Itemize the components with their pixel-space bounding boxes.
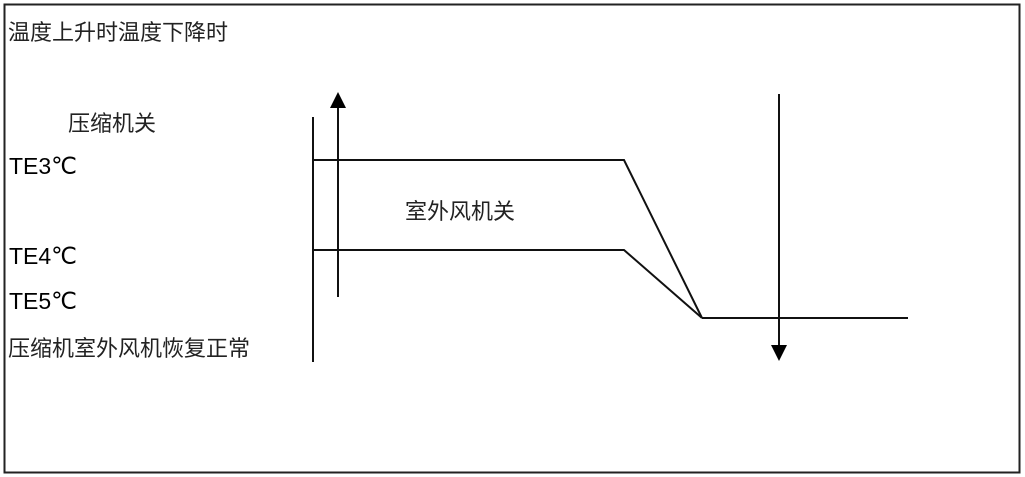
up-arrow-icon (330, 92, 346, 297)
down-arrow-icon (771, 94, 787, 361)
label-te4: TE4℃ (9, 243, 77, 269)
label-restore: 压缩机室外风机恢复正常 (8, 337, 250, 362)
label-te3: TE3℃ (9, 153, 77, 179)
diagram-title: 温度上升时温度下降时 (8, 21, 228, 46)
label-outdoor-fan-off: 室外风机关 (405, 200, 515, 225)
te4-threshold-line (313, 249, 703, 319)
label-compressor-off: 压缩机关 (68, 112, 156, 137)
frame-border (3, 3, 1021, 474)
label-te5: TE5℃ (9, 288, 77, 314)
te3-threshold-line (313, 159, 703, 319)
